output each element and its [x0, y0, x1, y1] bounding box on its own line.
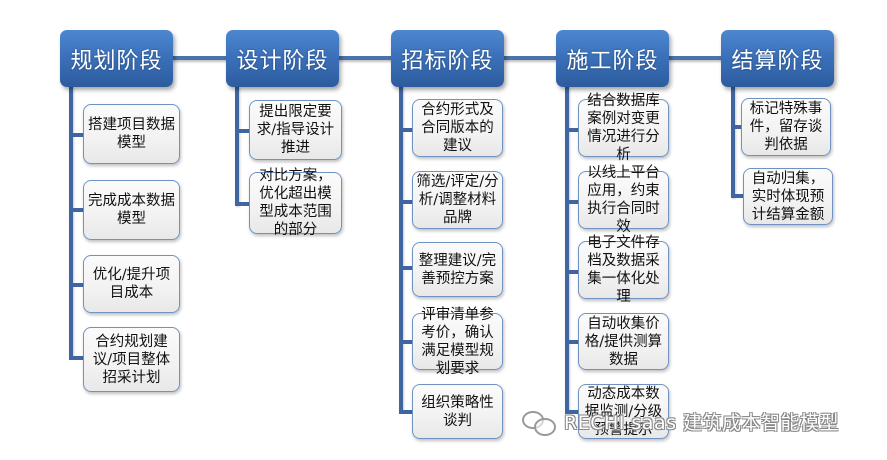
stage-header-design: 设计阶段 — [226, 30, 339, 87]
stage-4-branch — [565, 410, 579, 414]
stage-1-branch — [69, 133, 85, 137]
stage-4-branch — [565, 200, 579, 204]
stage-1-branch — [69, 356, 85, 360]
stage-header-settlement: 结算阶段 — [721, 30, 834, 87]
stage-5-item: 自动归集，实时体现预计结算金额 — [743, 168, 833, 225]
connector-stage-3-4 — [503, 56, 558, 60]
wechat-icon — [522, 409, 556, 436]
stage-4-trunk — [565, 86, 569, 412]
stage-2-branch — [235, 129, 250, 133]
stage-3-item: 整理建议/完善预控方案 — [412, 242, 503, 297]
stage-3-branch — [399, 410, 413, 414]
stage-3-branch — [399, 200, 413, 204]
stage-4-branch — [565, 270, 579, 274]
stage-1-trunk — [69, 86, 73, 358]
stage-2-item: 对比方案，优化超出模型成本范围的部分 — [249, 168, 342, 238]
stage-4-item: 以线上平台应用，约束执行合同时效 — [578, 165, 669, 235]
stage-5-branch — [731, 125, 743, 129]
stage-header-construction: 施工阶段 — [556, 30, 669, 87]
stage-2-trunk — [235, 86, 239, 206]
stage-3-branch — [399, 340, 413, 344]
watermark-text: RECHI saas 建筑成本智能模型 — [564, 412, 840, 434]
stage-1-item: 搭建项目数据模型 — [83, 104, 180, 164]
stage-3-item: 组织策略性谈判 — [412, 384, 503, 439]
stage-1-branch — [69, 283, 85, 287]
stage-4-item: 电子文件存档及数据采集一体化处理 — [578, 235, 669, 305]
stage-4-item: 动态成本数据监测/分级预警提示 — [578, 384, 669, 439]
stage-4-branch — [565, 128, 579, 132]
connector-stage-2-3 — [338, 56, 393, 60]
stage-3-item: 合约形式及合同版本的建议 — [412, 99, 503, 157]
stage-3-trunk — [399, 86, 403, 412]
stage-5-trunk — [731, 86, 735, 198]
stage-4-item: 结合数据库案例对变更情况进行分析 — [578, 93, 669, 163]
stage-2-item: 提出限定要求/指导设计推进 — [249, 100, 342, 160]
stage-1-item: 优化/提升项目成本 — [83, 255, 180, 313]
stage-3-branch — [399, 266, 413, 270]
stage-1-item: 合约规划建议/项目整体招采计划 — [83, 327, 180, 392]
stage-1-branch — [69, 208, 85, 212]
stage-header-bidding: 招标阶段 — [391, 30, 504, 87]
stage-3-item: 筛选/评定/分析/调整材料品牌 — [412, 171, 503, 229]
stage-5-item: 标记特殊事件，留存谈判依据 — [741, 98, 831, 156]
stage-4-branch — [565, 340, 579, 344]
stage-4-item: 自动收集价格/提供测算数据 — [578, 313, 669, 370]
stage-header-planning: 规划阶段 — [60, 30, 173, 87]
connector-stage-1-2 — [172, 56, 228, 60]
stage-3-item: 评审清单参考价，确认满足模型规划要求 — [412, 307, 503, 377]
stage-1-item: 完成成本数据模型 — [83, 180, 180, 240]
connector-stage-4-5 — [668, 56, 723, 60]
stage-3-branch — [399, 128, 413, 132]
watermark: RECHI saas 建筑成本智能模型 — [522, 408, 840, 436]
stage-5-branch — [731, 194, 745, 198]
stage-2-branch — [235, 202, 250, 206]
